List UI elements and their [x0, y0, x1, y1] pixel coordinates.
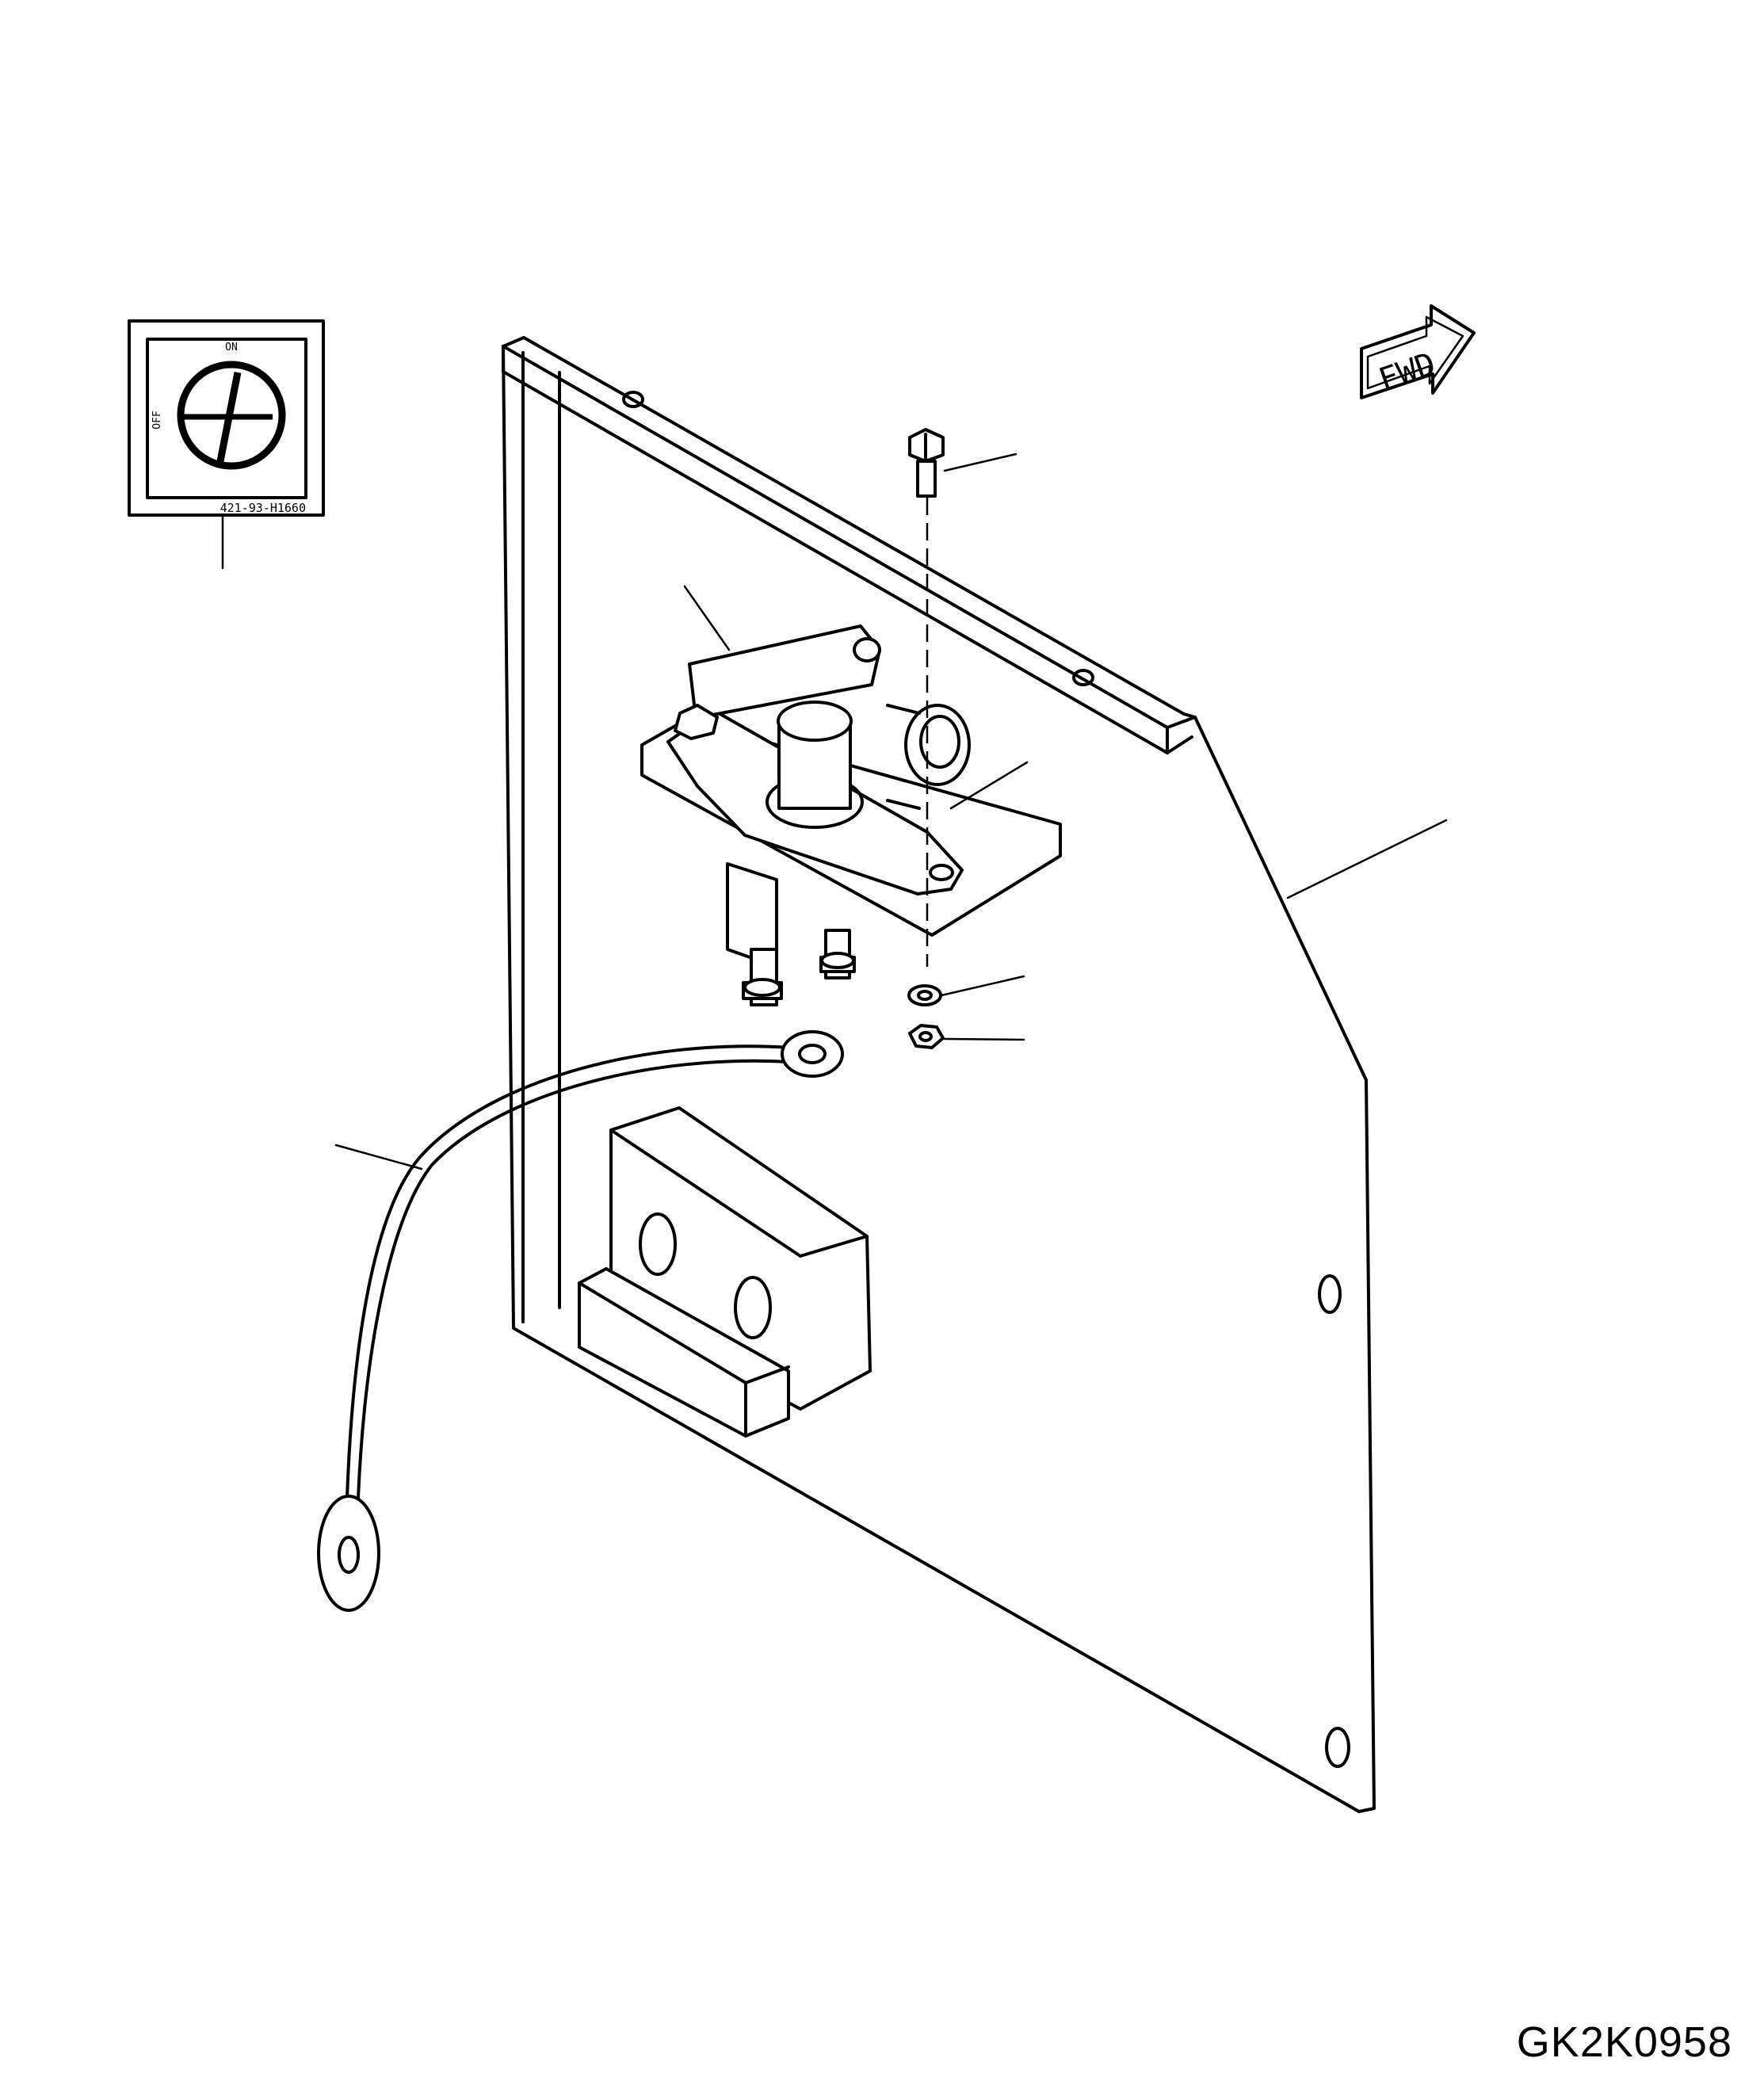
- nut: [908, 1024, 945, 1049]
- decal-part-number: 421-93-H1660: [220, 501, 306, 515]
- decal-off-label: OFF: [151, 410, 163, 430]
- washer: [907, 984, 942, 1006]
- cable-leader-line: [334, 1144, 423, 1170]
- bolt: [908, 428, 945, 498]
- drawing-code: GK2K0958: [1516, 2018, 1732, 2066]
- plate-leader-line: [1286, 819, 1448, 899]
- bracket-block: [578, 1106, 872, 1438]
- forward-arrow-icon: FWD: [1360, 304, 1476, 399]
- decal-on-label: ON: [225, 342, 238, 353]
- ground-cable: [317, 1030, 844, 1612]
- key-leader-line: [683, 585, 731, 651]
- washer-leader-line: [940, 975, 1025, 997]
- switch-leader-line: [949, 761, 1029, 810]
- washer-hole: [917, 990, 933, 1001]
- battery-switch-assembly: [640, 624, 1062, 1006]
- on-off-symbol-icon: [177, 361, 286, 470]
- mounting-plate: [502, 336, 1376, 1813]
- decal-label: ON OFF 421-93-H1660: [128, 319, 325, 517]
- nut-leader-line: [943, 1037, 1025, 1041]
- bolt-leader-line: [943, 452, 1018, 472]
